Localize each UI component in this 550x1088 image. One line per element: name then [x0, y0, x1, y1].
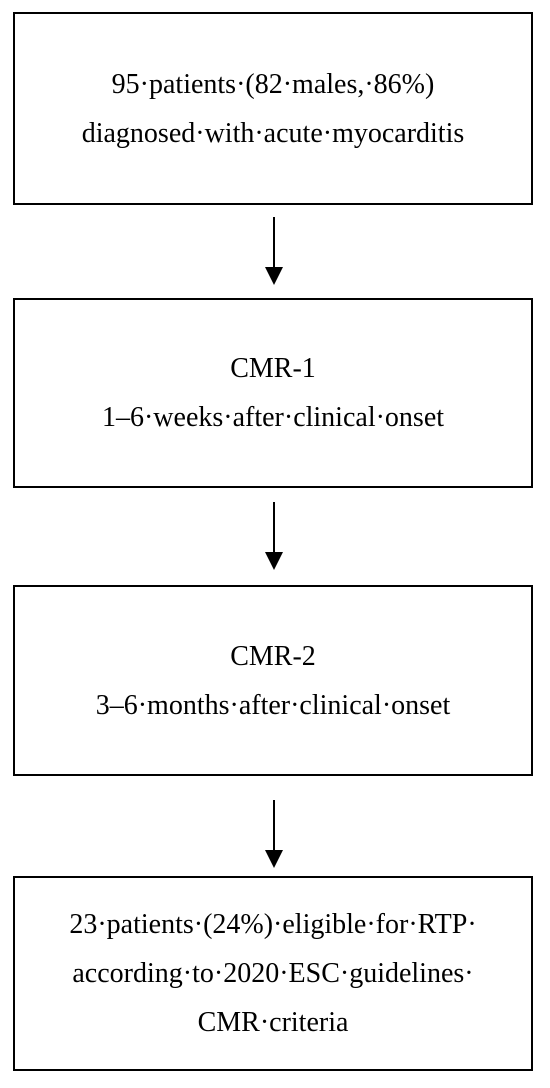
step-2-line-2: 1–6·weeks·after·clinical·onset	[101, 402, 445, 433]
down-arrow-icon	[265, 217, 283, 285]
down-arrow-icon	[265, 800, 283, 868]
step-box-cmr-2: CMR-2 3–6·months·after·clinical·onset	[13, 585, 533, 776]
step-1-line-2: diagnosed·with·acute·myocarditis	[81, 117, 465, 149]
step-4-line-3: CMR·criteria	[197, 1007, 349, 1038]
step-1-line-1: 95·patients·(82·males,·86%)	[111, 68, 435, 100]
step-box-cmr-1: CMR-1 1–6·weeks·after·clinical·onset	[13, 298, 533, 488]
down-arrow-icon	[265, 502, 283, 570]
step-box-rtp-eligibility: 23·patients·(24%)·eligible·for·RTP· acco…	[13, 876, 533, 1071]
step-3-line-2: 3–6·months·after·clinical·onset	[95, 689, 451, 721]
step-4-line-2: according·to·2020·ESC·guidelines·	[72, 958, 474, 989]
step-2-line-1: CMR-1	[230, 353, 316, 384]
step-box-diagnosis: 95·patients·(82·males,·86%) diagnosed·wi…	[13, 12, 533, 205]
step-3-line-1: CMR-2	[230, 640, 316, 672]
step-4-line-1: 23·patients·(24%)·eligible·for·RTP·	[69, 909, 477, 940]
